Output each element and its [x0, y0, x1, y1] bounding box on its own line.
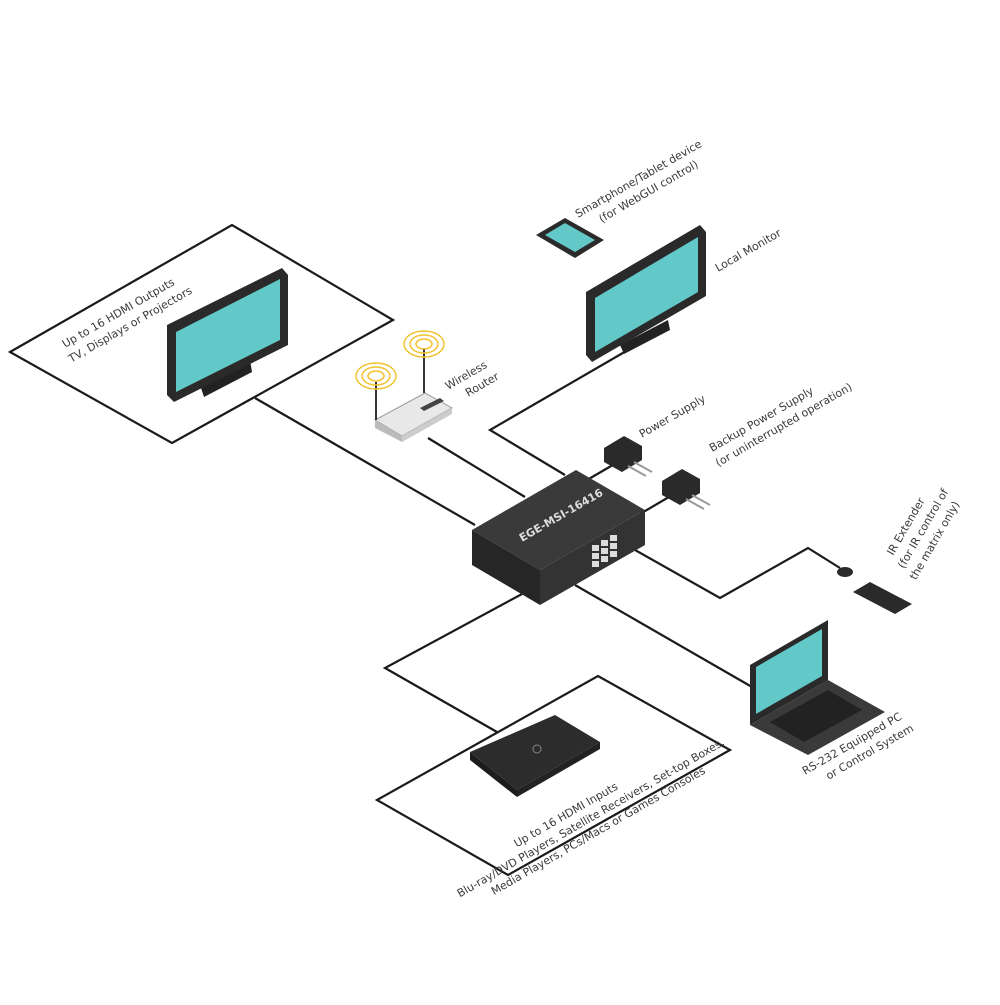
phone-label-1: Smartphone/Tablet device [573, 137, 704, 220]
wireless-router [355, 330, 454, 442]
smartphone [536, 218, 604, 258]
backup-power-label: Backup Power Supply (or uninterrupted op… [707, 380, 855, 469]
wire-inputs [382, 593, 523, 733]
local-monitor-label: Local Monitor [713, 226, 784, 274]
local-monitor [586, 225, 706, 362]
phone-label: Smartphone/Tablet device (for WebGUI con… [573, 137, 704, 225]
power-supply [604, 436, 653, 477]
wire-router [427, 437, 526, 498]
output-tv [167, 268, 288, 402]
wire-outputs [254, 397, 476, 526]
matrix-switcher [472, 470, 645, 605]
ir-label: IR Extender (for IR control of the matri… [884, 486, 962, 582]
backup-power-supply [662, 469, 711, 510]
source-player [470, 715, 600, 797]
ir-extender [837, 567, 912, 614]
wire-pc [574, 584, 753, 688]
wire-ir [634, 546, 841, 600]
wifi-signal-icon [355, 330, 445, 390]
matrix-buttons [592, 535, 617, 567]
wire-local-monitor [487, 349, 629, 476]
wires [254, 349, 841, 733]
power-supply-label: Power Supply [637, 392, 708, 441]
laptop [750, 620, 885, 755]
router-label: Wireless Router [443, 358, 502, 399]
backup-power-label-2: (or uninterrupted operation) [713, 380, 854, 469]
